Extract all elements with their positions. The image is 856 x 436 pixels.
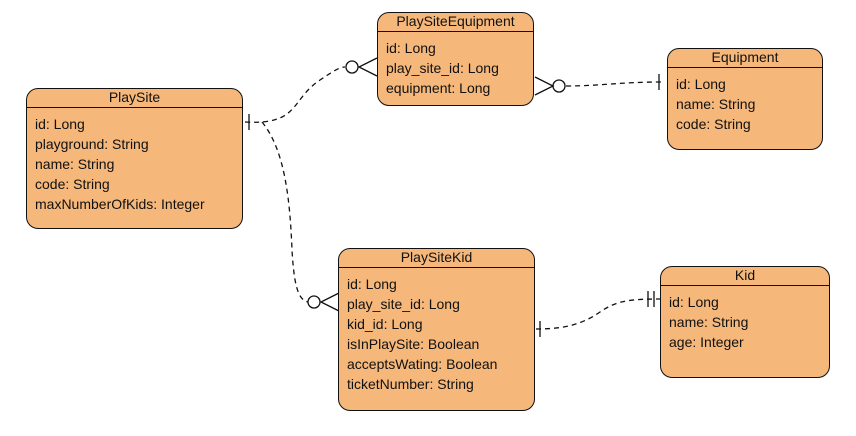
entity-field: age: Integer <box>669 334 744 350</box>
entity-playsitekid[interactable]: PlaySiteKid id: Long play_site_id: Long ki… <box>338 248 535 411</box>
many-marker-psk-left <box>319 292 340 312</box>
entity-field: name: String <box>669 314 749 330</box>
zero-marker-pse-right <box>552 79 566 93</box>
entity-field: code: String <box>35 176 110 192</box>
entity-field: id: Long <box>676 76 726 92</box>
entity-field: id: Long <box>347 276 397 292</box>
entity-field: maxNumberOfKids: Integer <box>35 196 205 212</box>
entity-title: PlaySiteEquipment <box>378 13 533 32</box>
entity-kid[interactable]: Kid id: Long name: String age: Integer <box>660 266 830 378</box>
entity-playsiteequipment[interactable]: PlaySiteEquipment id: Long play_site_id: … <box>377 12 534 106</box>
link-kid-playsitekid <box>535 298 661 330</box>
entity-fields: id: Long name: String code: String <box>668 68 822 134</box>
entity-field: ticketNumber: String <box>347 376 474 392</box>
entity-equipment[interactable]: Equipment id: Long name: String code: Stri… <box>667 48 823 150</box>
entity-field: code: String <box>676 116 751 132</box>
many-marker-pse-right <box>534 76 555 96</box>
many-marker-pse-left <box>357 57 378 77</box>
entity-field: kid_id: Long <box>347 316 423 332</box>
entity-field: play_site_id: Long <box>386 60 499 76</box>
entity-title: Equipment <box>668 49 822 68</box>
link-playsite-playsiteequipment <box>244 66 346 123</box>
entity-playsite[interactable]: PlaySite id: Long playground: String name:… <box>26 88 243 229</box>
entity-field: id: Long <box>386 40 436 56</box>
entity-field: equipment: Long <box>386 80 491 96</box>
entity-field: id: Long <box>35 116 85 132</box>
entity-field: isInPlaySite: Boolean <box>347 336 480 352</box>
entity-field: acceptsWating: Boolean <box>347 356 498 372</box>
zero-marker-psk-left <box>307 295 321 309</box>
entity-title: PlaySite <box>27 89 242 108</box>
link-playsite-playsitekid <box>261 121 309 303</box>
entity-field: play_site_id: Long <box>347 296 460 312</box>
entity-fields: id: Long play_site_id: Long equipment: Lon… <box>378 32 533 98</box>
entity-field: name: String <box>35 156 115 172</box>
entity-title: PlaySiteKid <box>339 249 534 268</box>
link-equipment-playsiteequipment <box>565 81 663 87</box>
entity-fields: id: Long playground: String name: String co… <box>27 108 242 214</box>
entity-field: playground: String <box>35 136 149 152</box>
entity-fields: id: Long name: String age: Integer <box>661 286 829 352</box>
zero-marker-pse-left <box>345 60 359 74</box>
entity-title: Kid <box>661 267 829 286</box>
entity-field: name: String <box>676 96 756 112</box>
entity-fields: id: Long play_site_id: Long kid_id: Long is… <box>339 268 534 394</box>
entity-field: id: Long <box>669 294 719 310</box>
